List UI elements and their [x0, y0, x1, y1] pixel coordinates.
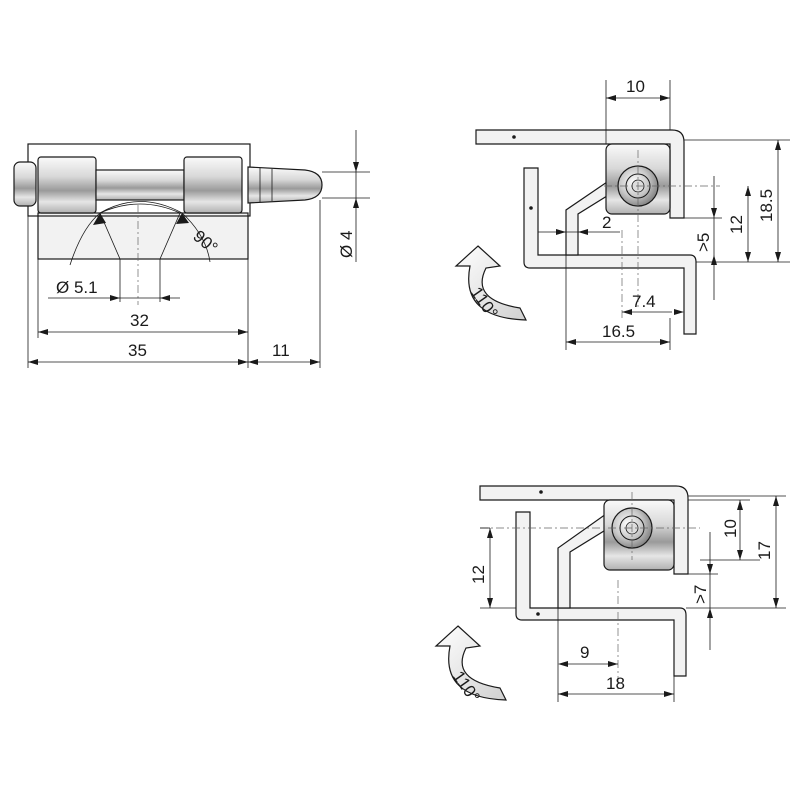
side-view-bottom: 12 10 17 >7 9 18 110° — [434, 485, 786, 706]
dim-2: 2 — [602, 213, 611, 232]
bottom-leaf — [523, 167, 697, 335]
dim-35: 35 — [128, 341, 147, 360]
spring-pin — [247, 166, 323, 204]
dim-12-b: 12 — [469, 565, 488, 584]
dim-7-4: 7.4 — [632, 292, 656, 311]
dim-18-5: 18.5 — [757, 189, 776, 222]
dim-32: 32 — [130, 311, 149, 330]
dim-10-b: 10 — [721, 519, 740, 538]
hole-diameter-label: Ø 5.1 — [56, 278, 98, 297]
rotation-arrow-icon — [454, 245, 527, 321]
right-knuckle — [183, 156, 243, 214]
dim-12: 12 — [727, 215, 746, 234]
dim-9: 9 — [580, 643, 589, 662]
dim-10-top: 10 — [626, 77, 645, 96]
front-view: 90° Ø 5.1 32 35 11 Ø — [13, 130, 370, 368]
hinge-pin — [95, 169, 185, 201]
pin-diameter-label: Ø 4 — [337, 231, 356, 258]
pin-cap — [13, 161, 37, 207]
dim-11: 11 — [272, 341, 290, 360]
rotation-arrow-icon-2 — [434, 625, 507, 701]
dim-gt7: >7 — [691, 585, 710, 604]
hinge-plate — [37, 212, 249, 260]
bottom-leaf-2 — [515, 511, 687, 677]
left-knuckle — [37, 156, 97, 214]
dim-16-5: 16.5 — [602, 322, 635, 341]
dim-gt5: >5 — [694, 233, 713, 252]
countersink-hole — [99, 203, 181, 260]
dim-17: 17 — [755, 541, 774, 560]
dim-18: 18 — [606, 674, 625, 693]
side-view-top: 10 18.5 12 >5 2 7.4 — [454, 77, 790, 350]
